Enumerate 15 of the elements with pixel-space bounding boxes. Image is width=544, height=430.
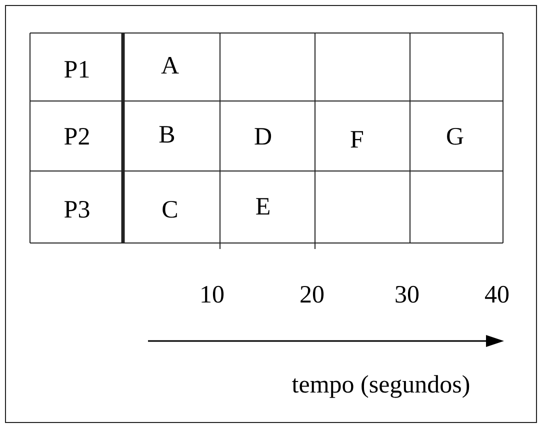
tick-label: 20 — [300, 282, 324, 308]
task-label: E — [255, 194, 271, 220]
task-label: C — [162, 198, 178, 222]
tick-label: 40 — [484, 282, 510, 308]
task-label: F — [350, 128, 364, 152]
tick-label: 10 — [200, 282, 224, 308]
task-label: B — [158, 122, 176, 148]
axis-title: tempo (segundos) — [292, 372, 470, 398]
task-label: G — [446, 124, 464, 150]
process-label: P3 — [64, 198, 90, 222]
task-label: A — [160, 54, 180, 78]
process-label: P2 — [64, 124, 90, 150]
tick-label: 30 — [394, 282, 420, 308]
task-label: D — [254, 124, 272, 150]
process-label: P1 — [64, 58, 90, 82]
